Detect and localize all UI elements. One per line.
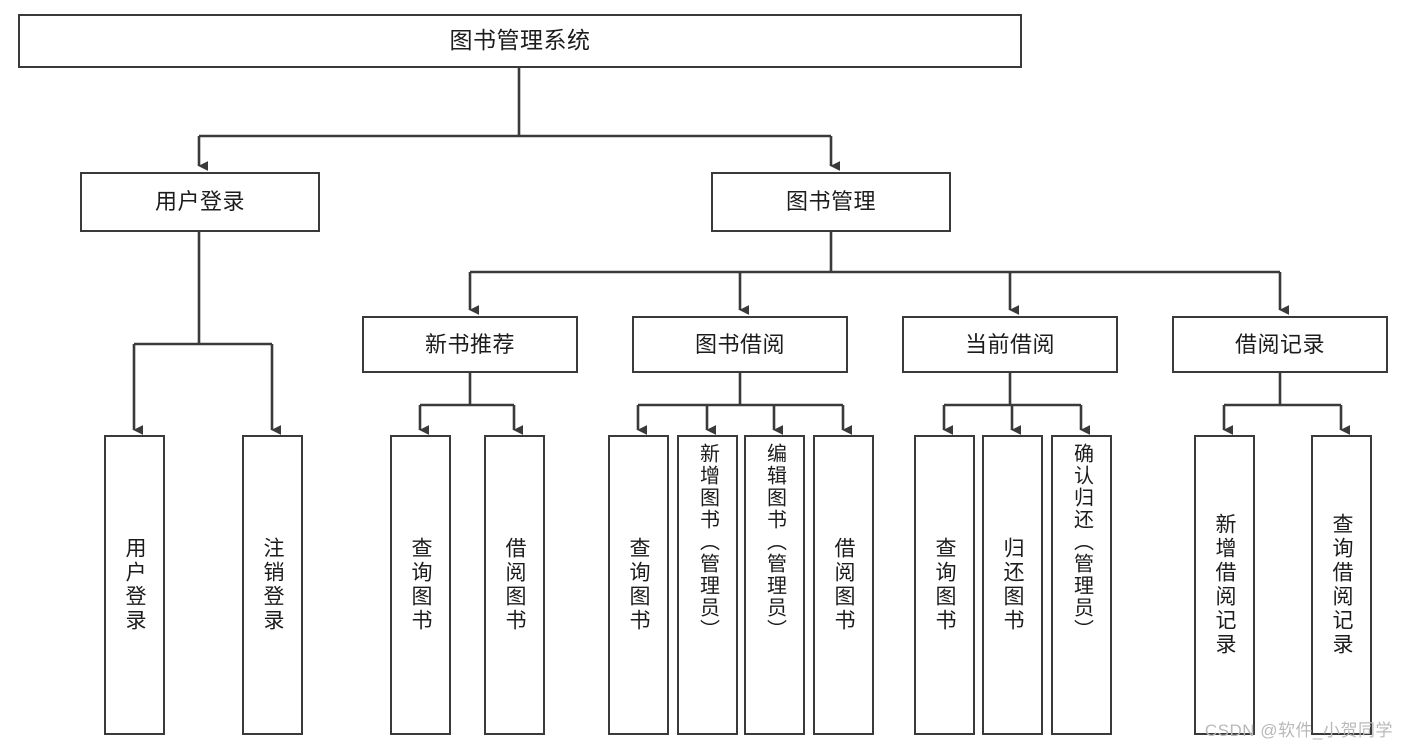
leaf-add-book[interactable]: 新增图书（管理员）: [677, 435, 738, 735]
leaf-query-book-current[interactable]: 查询图书: [914, 435, 975, 735]
leaf-confirm-return[interactable]: 确认归还（管理员）: [1051, 435, 1112, 735]
leaf-edit-book[interactable]: 编辑图书（管理员）: [744, 435, 805, 735]
watermark: CSDN @软件_小贺同学: [1204, 721, 1393, 740]
node-label: 查询图书: [933, 537, 956, 633]
leaf-return-book[interactable]: 归还图书: [982, 435, 1043, 735]
node-label: 新书推荐: [424, 331, 515, 357]
node-borrow-record[interactable]: 借阅记录: [1172, 316, 1388, 373]
node-label: 借阅图书: [832, 537, 855, 633]
node-book-borrow[interactable]: 图书借阅: [632, 316, 848, 373]
leaf-query-book-borrow[interactable]: 查询图书: [608, 435, 669, 735]
node-label: 用户登录: [154, 189, 245, 215]
node-book-management[interactable]: 图书管理: [711, 172, 951, 232]
node-label: 图书管理系统: [449, 27, 591, 54]
node-label: 归还图书: [1001, 537, 1024, 633]
leaf-borrow-book-recommend[interactable]: 借阅图书: [484, 435, 545, 735]
node-new-book-recommend[interactable]: 新书推荐: [362, 316, 578, 373]
node-label: 注销登录: [261, 537, 284, 633]
node-label: 当前借阅: [964, 331, 1055, 357]
leaf-logout-login[interactable]: 注销登录: [242, 435, 303, 735]
node-label: 用户登录: [123, 537, 146, 633]
node-label: 图书借阅: [694, 331, 785, 357]
node-label: 确认归还（管理员）: [1070, 443, 1093, 641]
node-label: 查询图书: [409, 537, 432, 633]
node-label: 新增借阅记录: [1213, 513, 1236, 657]
leaf-borrow-book[interactable]: 借阅图书: [813, 435, 874, 735]
leaf-add-borrow-record[interactable]: 新增借阅记录: [1194, 435, 1255, 735]
node-label: 查询图书: [627, 537, 650, 633]
node-label: 编辑图书（管理员）: [763, 443, 786, 641]
node-label: 借阅图书: [503, 537, 526, 633]
node-label: 图书管理: [785, 189, 876, 215]
node-current-borrow[interactable]: 当前借阅: [902, 316, 1118, 373]
leaf-query-book-recommend[interactable]: 查询图书: [390, 435, 451, 735]
node-root-system[interactable]: 图书管理系统: [18, 14, 1022, 68]
node-label: 新增图书（管理员）: [696, 443, 719, 641]
leaf-query-borrow-record[interactable]: 查询借阅记录: [1311, 435, 1372, 735]
node-label: 查询借阅记录: [1330, 513, 1353, 657]
leaf-user-login[interactable]: 用户登录: [104, 435, 165, 735]
node-user-login[interactable]: 用户登录: [80, 172, 320, 232]
node-label: 借阅记录: [1234, 331, 1325, 357]
